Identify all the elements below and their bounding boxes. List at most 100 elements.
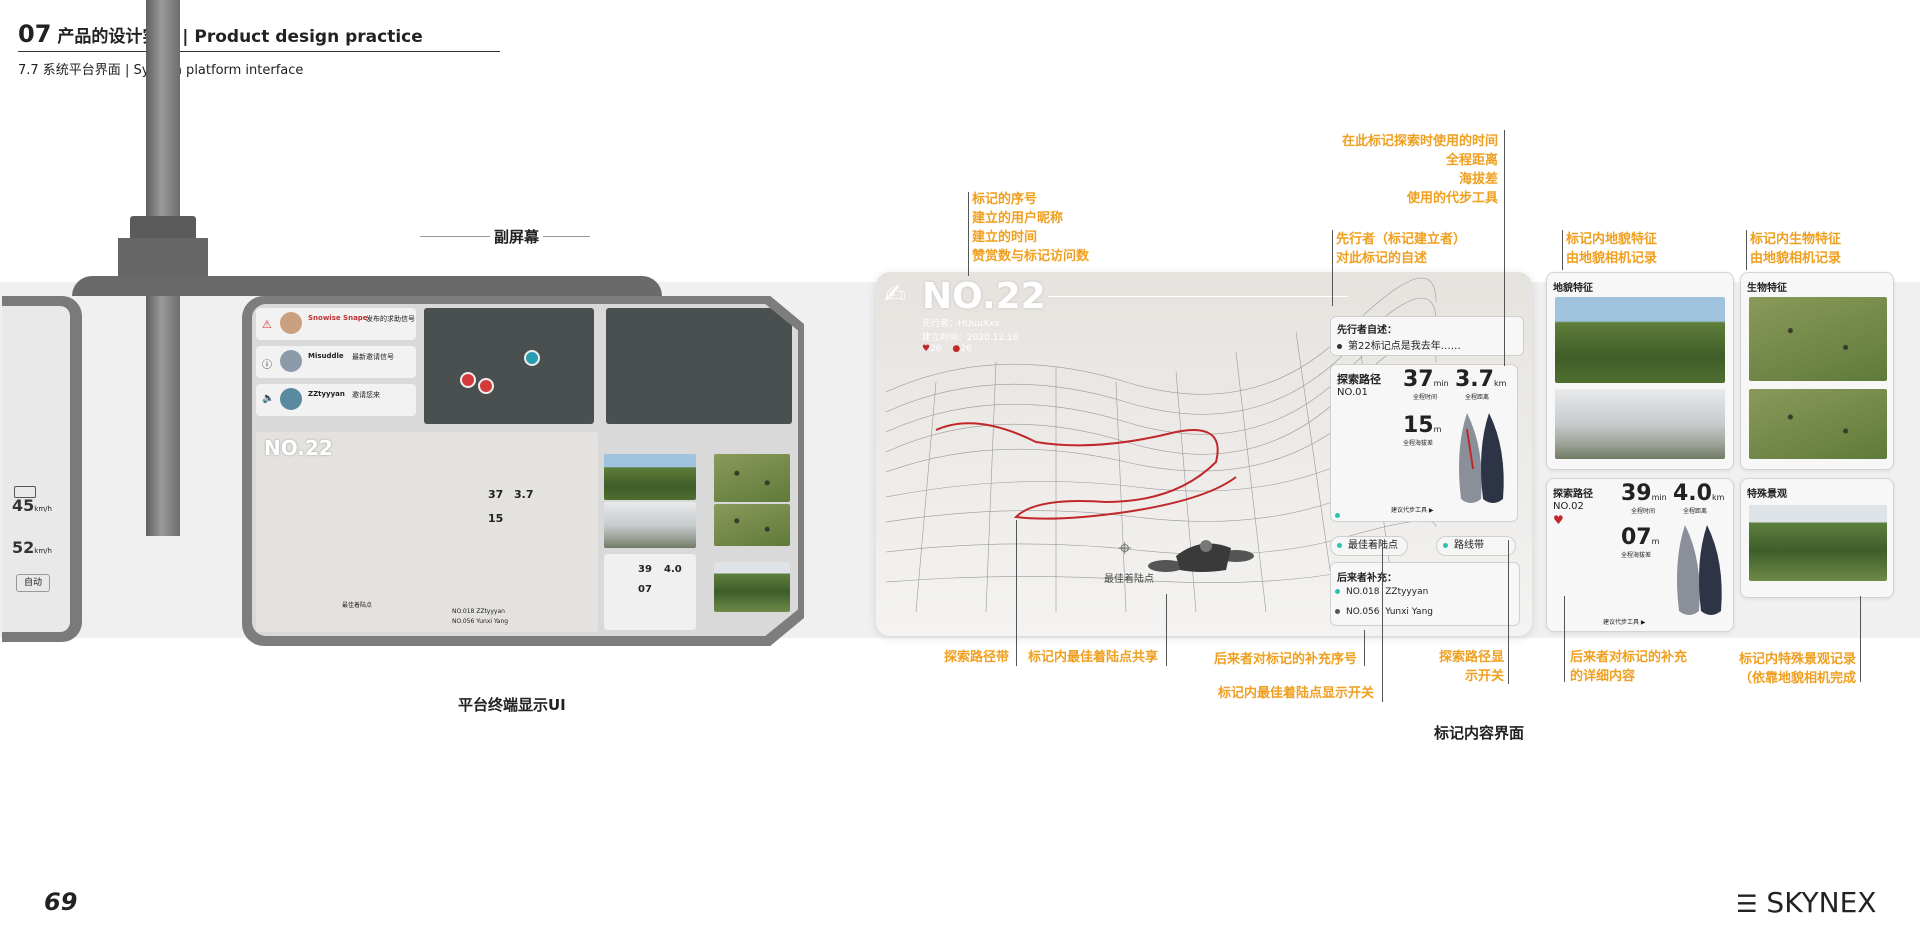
sub-screen-caption: 副屏幕 <box>490 226 544 247</box>
time-value: 37 <box>1403 367 1434 392</box>
annotation-line: 使用的代步工具 <box>1406 191 1498 206</box>
terminal-stat-alt2: 07 <box>638 584 652 595</box>
brand-mark-icon: ☰ <box>1736 890 1758 918</box>
annotation-line: 由地貌相机记录 <box>1750 251 1842 266</box>
map-pin-icon <box>478 378 494 394</box>
terminal-stat-time: 37 <box>488 488 504 501</box>
terminal-map-1[interactable] <box>424 308 594 424</box>
speaker-icon: 🔈 <box>262 393 275 404</box>
annotation-line: 后来者对标记的补充 <box>1570 650 1688 665</box>
route2-no: NO.02 <box>1553 501 1584 512</box>
board-image <box>1677 525 1722 615</box>
notification-name: Misuddle <box>308 352 344 360</box>
terminal-bio-photo <box>714 504 790 546</box>
brand-name: SKYNEX <box>1766 886 1877 919</box>
route-band-label: 路线带 <box>1454 540 1484 551</box>
notification-name: Snowise Snape <box>308 314 368 322</box>
speed-unit-2: km/h <box>34 547 52 555</box>
route-card[interactable]: 探索路径 NO.01 37min 全程时间 3.7km 全程距离 15m 全程海… <box>1330 364 1518 522</box>
terminal-marker-no: NO.22 <box>264 436 333 460</box>
follower-row[interactable]: NO.056 Yunxi Yang <box>1335 607 1433 617</box>
route-band-toggle[interactable]: 路线带 <box>1436 536 1516 556</box>
terrain-card[interactable]: 地貌特征 <box>1546 272 1734 470</box>
terminal-caption: 平台终端显示UI <box>458 696 566 714</box>
special-photo <box>1749 505 1887 581</box>
follower-dot <box>1335 589 1340 594</box>
stats-row: ♥26 ●26 <box>922 344 972 354</box>
pin-icon: ✍ <box>884 280 906 310</box>
annotation-leader <box>1016 520 1017 666</box>
marker-caption: 标记内容界面 <box>1434 724 1525 742</box>
dist-value: 3.7 <box>1455 367 1494 392</box>
terminal-stat-dist: 3.7 <box>514 488 534 501</box>
time2-value: 39 <box>1621 481 1652 506</box>
annotation-route-switch: 探索路径显 示开关 <box>1436 648 1504 686</box>
annotation-leader <box>1746 230 1747 270</box>
annotation-line: 全程距离 <box>1445 153 1498 168</box>
annotation-line: 标记的序号 <box>972 192 1038 207</box>
created-row: 建立时间：2020.12.16 <box>922 330 1019 343</box>
terminal-stat-dist2: 4.0 <box>664 564 682 575</box>
terminal-special-photo <box>714 562 790 612</box>
annotation-line: 探索路径显 <box>1438 650 1504 665</box>
annotation-route-stats: 在此标记探索时使用的时间 全程距离 海拔差 使用的代步工具 <box>1338 132 1498 208</box>
terminal-map-2[interactable] <box>606 308 792 424</box>
followers-card[interactable]: 后来者补充： NO.018 ZZtyyyan NO.056 Yunxi Yang <box>1330 562 1520 626</box>
heart-icon[interactable]: ♥ <box>922 344 931 354</box>
follower-dot <box>1335 609 1340 614</box>
annotation-line: 示开关 <box>1464 669 1504 684</box>
title-rule <box>1048 296 1348 297</box>
annotation-line: 标记内特殊景观记录 <box>1738 652 1856 667</box>
annotation-line: 标记内地貌特征 <box>1566 232 1658 247</box>
special-card[interactable]: 特殊景观 <box>1740 478 1894 598</box>
fog-photo <box>1555 389 1725 459</box>
follower-no: NO.018 <box>1346 587 1380 597</box>
route2-card[interactable]: 探索路径 NO.02 ♥ 39min 全程时间 4.0km 全程距离 07m 全… <box>1546 478 1734 632</box>
board-image <box>1459 413 1504 503</box>
page-title: 07 产品的设计实践 | Product design practice <box>18 20 423 48</box>
annotation-special: 标记内特殊景观记录 （依靠地貌相机完成 <box>1736 650 1856 688</box>
terrain-title: 地貌特征 <box>1553 283 1593 294</box>
notification-text: 最新邀请信号 <box>352 353 394 361</box>
terrain-photo <box>1555 297 1725 383</box>
mode-button[interactable]: 自动 <box>16 574 50 592</box>
annotation-leader <box>1166 594 1167 666</box>
header-divider <box>18 51 500 52</box>
toggle-dot <box>1443 542 1448 548</box>
notification-item[interactable]: 🔈 ZZtyyyan 邀请您来 <box>256 384 416 416</box>
section-title: 产品的设计实践 | Product design practice <box>57 27 423 47</box>
annotation-line: 由地貌相机记录 <box>1566 251 1658 266</box>
annotation-line: 对此标记的自述 <box>1336 251 1428 266</box>
landing-label: 最佳着陆点 <box>1104 574 1154 585</box>
route-no: NO.01 <box>1337 387 1368 398</box>
tool2-label[interactable]: 建议代步工具 ▶ <box>1603 619 1646 626</box>
notification-item[interactable]: ⓘ Misuddle 最新邀请信号 <box>256 346 416 378</box>
bio-card[interactable]: 生物特征 <box>1740 272 1894 470</box>
page-number: 69 <box>44 888 78 916</box>
annotation-leader <box>1508 540 1509 684</box>
annotation-line: 赞赏数与标记访问数 <box>972 249 1090 264</box>
follower-row[interactable]: NO.018 ZZtyyyan <box>1335 587 1428 597</box>
best-spot-toggle[interactable]: 最佳着陆点 <box>1330 536 1408 556</box>
speed-value-1: 45 <box>12 496 35 515</box>
best-spot-label: 最佳着陆点 <box>1348 540 1398 551</box>
special-title: 特殊景观 <box>1747 489 1787 500</box>
pioneer-label: 先行者： <box>922 319 959 329</box>
location-pin-icon[interactable]: ⌖ <box>1118 534 1132 562</box>
heart-icon[interactable]: ♥ <box>1553 513 1564 527</box>
sub-screen-display: 45km/h 52km/h 自动 <box>2 306 70 632</box>
notification-item[interactable]: ⚠ Snowise Snape 发布的求助信号 <box>256 308 416 340</box>
follower-name: ZZtyyyan <box>1385 587 1429 597</box>
alt-value: 15 <box>1403 413 1434 438</box>
mount-arm <box>72 276 662 296</box>
alt2-label: 全程海拔差 <box>1621 552 1652 559</box>
dist2-unit: km <box>1711 493 1725 502</box>
likes-count: 26 <box>930 344 942 354</box>
info-icon: ⓘ <box>262 360 272 371</box>
tool-label[interactable]: 建议代步工具 ▶ <box>1391 507 1434 514</box>
created-label: 建立时间： <box>922 333 968 343</box>
alt-unit: m <box>1433 425 1442 434</box>
self-desc-card[interactable]: 先行者自述： 第22标记点是我去年…… <box>1330 316 1524 356</box>
mount-base <box>118 238 208 278</box>
annotation-leader <box>1562 230 1563 270</box>
